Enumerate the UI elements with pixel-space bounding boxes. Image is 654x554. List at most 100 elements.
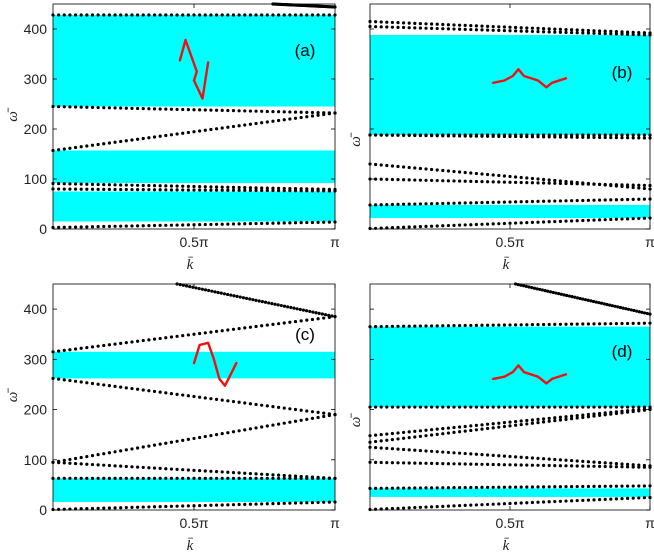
dispersion-point	[374, 325, 378, 329]
dispersion-point	[435, 324, 439, 328]
dispersion-point	[158, 223, 162, 228]
dispersion-point	[486, 200, 490, 205]
dispersion-point	[277, 186, 281, 190]
dispersion-point	[396, 486, 400, 490]
dispersion-point	[469, 424, 473, 428]
dispersion-point	[273, 302, 277, 306]
dispersion-point	[237, 13, 241, 17]
dispersion-point	[497, 462, 501, 467]
dispersion-point	[57, 349, 61, 353]
dispersion-point	[136, 224, 140, 228]
dispersion-point	[175, 223, 179, 227]
dispersion-point	[90, 506, 95, 511]
dispersion-point	[130, 183, 134, 187]
dispersion-point	[620, 462, 624, 466]
dispersion-point	[220, 503, 224, 507]
dispersion-point	[282, 221, 286, 225]
dispersion-point	[181, 476, 185, 480]
dispersion-point	[575, 464, 579, 468]
dispersion-point	[441, 461, 445, 466]
dispersion-point	[214, 397, 219, 401]
dispersion-point	[598, 133, 602, 137]
band-gap	[370, 35, 650, 135]
dispersion-point	[469, 223, 473, 227]
dispersion-point	[102, 383, 106, 387]
dispersion-point	[308, 309, 312, 314]
dispersion-point	[327, 500, 331, 504]
dispersion-point	[530, 500, 535, 505]
dispersion-point	[586, 31, 591, 35]
dispersion-point	[96, 453, 100, 457]
dispersion-point	[260, 403, 264, 407]
dispersion-point	[192, 332, 196, 336]
panel-label: (c)	[295, 325, 315, 344]
dispersion-point	[497, 173, 501, 178]
dispersion-point	[68, 457, 72, 462]
dispersion-point	[519, 455, 523, 459]
dispersion-point	[293, 110, 298, 114]
dispersion-point	[626, 133, 630, 137]
dispersion-point	[413, 461, 417, 465]
dispersion-point	[589, 299, 593, 303]
dispersion-point	[320, 312, 324, 316]
dispersion-point	[435, 201, 439, 206]
dispersion-point	[407, 178, 411, 182]
dispersion-point	[458, 486, 462, 490]
dispersion-point	[113, 13, 117, 17]
dispersion-point	[379, 203, 383, 207]
dispersion-point	[564, 179, 568, 184]
dispersion-point	[631, 136, 635, 140]
dispersion-point	[637, 136, 641, 140]
dispersion-point	[514, 180, 518, 184]
dispersion-point	[547, 500, 551, 504]
dispersion-point	[610, 304, 614, 308]
dispersion-point	[164, 133, 168, 138]
dispersion-point	[441, 486, 445, 490]
dispersion-point	[73, 379, 78, 383]
dispersion-point	[474, 323, 478, 327]
dispersion-point	[469, 27, 473, 32]
dispersion-point	[469, 133, 473, 137]
dispersion-point	[282, 304, 287, 308]
dispersion-point	[107, 106, 111, 110]
dispersion-point	[327, 412, 331, 416]
dispersion-point	[265, 502, 269, 506]
dispersion-point	[277, 501, 281, 506]
dispersion-point	[441, 168, 445, 173]
dispersion-point	[626, 409, 630, 413]
dispersion-point	[130, 447, 134, 451]
dispersion-point	[603, 497, 607, 501]
dispersion-point	[637, 463, 641, 467]
dispersion-point	[265, 404, 269, 408]
y-tick-label: 400	[24, 21, 48, 37]
dispersion-point	[124, 183, 128, 187]
dispersion-point	[374, 405, 378, 409]
dispersion-point	[586, 498, 591, 502]
dispersion-point	[379, 324, 383, 329]
dispersion-point	[446, 133, 450, 137]
dispersion-point	[474, 462, 478, 466]
dispersion-point	[602, 302, 606, 306]
dispersion-point	[452, 169, 456, 174]
dispersion-point	[141, 476, 145, 480]
dispersion-point	[542, 485, 546, 489]
dispersion-point	[374, 162, 378, 167]
dispersion-point	[413, 429, 417, 433]
dispersion-point	[57, 225, 61, 229]
dispersion-point	[226, 292, 230, 297]
dispersion-point	[620, 497, 624, 501]
dispersion-point	[575, 135, 579, 139]
dispersion-point	[532, 286, 537, 290]
dispersion-point	[564, 133, 568, 137]
dispersion-point	[547, 27, 551, 31]
dispersion-point	[254, 502, 258, 506]
dispersion-point	[430, 178, 434, 183]
dispersion-point	[418, 26, 422, 30]
y-tick-label: 0	[39, 502, 47, 518]
dispersion-point	[107, 187, 111, 191]
dispersion-point	[631, 185, 635, 190]
band-gap	[53, 150, 335, 183]
dispersion-point	[463, 170, 467, 175]
dispersion-point	[327, 476, 331, 480]
dispersion-point	[608, 303, 612, 307]
